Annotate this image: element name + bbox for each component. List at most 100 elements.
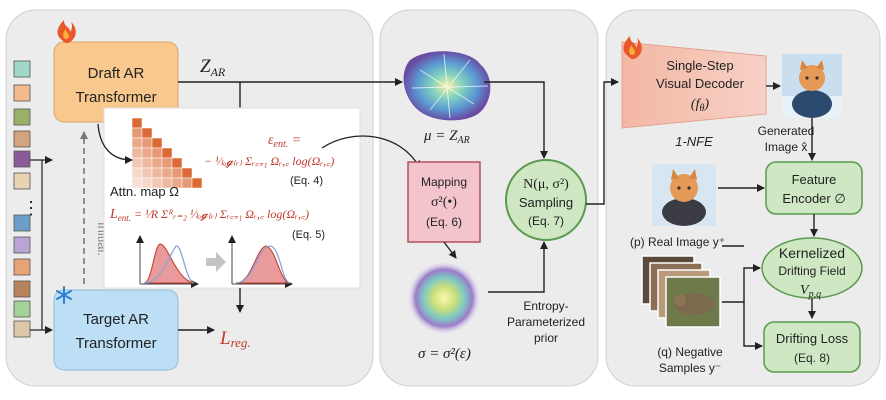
attention-cell [141,127,153,139]
negative-to-loss-arrow [743,302,763,350]
sampling-line1: N(μ, σ²) [523,177,569,192]
attention-cell [141,147,153,159]
target-box-line2: Transformer [75,335,156,352]
draft-box-line2: Transformer [75,89,156,106]
attention-cell [141,157,153,169]
sigma-to-sampling-arrow [488,241,548,293]
after-distribution-chart [228,235,293,288]
attention-cell [131,157,143,169]
attention-cell [151,157,163,169]
attention-cell [131,167,143,179]
single-step-visual-decoder [621,41,767,129]
generated-line1: Generated [758,124,815,138]
attention-cell [171,157,183,169]
attention-cell [161,167,173,179]
attention-cell [131,127,143,139]
real-cat-image [652,164,716,226]
sampling-line2: Sampling [519,195,573,210]
kernel-line1: Kernelized [779,245,845,261]
neg-line2: Samples y⁻ [659,361,721,375]
token-column [13,60,31,338]
attention-cell [141,167,153,179]
eq4-label: (Eq. 4) [290,175,323,187]
l-reg-label: Lreg. [219,328,251,350]
l-ent-formula: Lent. = ¹⁄R Σᴿᵣ₌₂ ¹⁄ₗₒ𝓰₍ᵣ₎ Σᵣ꜀₌₁ Ωᵣ,꜀ lo… [109,207,309,223]
eps-ent-formula: − ¹⁄ₗₒ𝓰₍ᵣ₎ Σᵣ꜀₌₁ Ωᵣ,꜀ log(Ωᵣ,꜀) [204,154,334,168]
sampling-line3: (Eq. 7) [528,214,564,228]
prior-line1: Entropy- [523,299,568,313]
kernel-line3: Vp,q [800,283,821,300]
sampling-node [505,159,587,241]
eps-ent-label: εent. = [268,133,301,150]
attention-map-image [131,117,203,189]
mu-to-sampling-arrow [484,81,548,159]
draft-box-line1: Draft AR [88,65,145,82]
transition-arrow-icon [206,252,226,272]
token-ellipsis: ⋮ [22,198,40,218]
negative-samples-image [641,255,721,328]
nfe-label: 1-NFE [675,134,713,149]
token-square [13,280,31,298]
attention-cell [181,177,193,189]
sigma-distribution-image [406,260,482,336]
mu-equation: μ = ZAR [423,128,470,146]
z-ar-label: ZAR [200,56,226,79]
attention-cell [131,137,143,149]
mu-distribution-image [403,51,491,121]
attention-cell [181,167,193,179]
attention-cell [131,147,143,159]
real-image-label: (p) Real Image y⁺ [630,235,725,249]
attn-map-label: Attn. map Ω [110,184,179,199]
attention-cell [151,137,163,149]
token-square [13,150,31,168]
attention-cell [171,167,183,179]
kernel-line2: Drifting Field [778,264,845,278]
generated-line2: Image x̂ [765,140,808,154]
feature-line1: Feature [792,172,837,187]
snowflake-icon [56,286,72,304]
decoder-line3: (fθ) [691,97,709,114]
token-square [13,84,31,102]
attention-cell [141,137,153,149]
loss-line2: (Eq. 8) [794,351,830,365]
attention-cell [131,117,143,129]
token-square [13,108,31,126]
attention-cell [161,147,173,159]
loss-line1: Drifting Loss [776,331,849,346]
token-square [13,60,31,78]
token-square [13,258,31,276]
drifting-loss-box [763,321,861,373]
token-square [13,236,31,254]
attention-cell [151,147,163,159]
negative-to-field-arrow [722,264,761,303]
draft-to-attn-arrow [97,123,133,164]
prior-line2: Parameterized [507,315,585,329]
before-distribution-chart [136,235,199,288]
decoder-line1: Single-Step [666,58,733,73]
target-ar-transformer-box [53,289,179,371]
token-square [13,320,31,338]
neg-line1: (q) Negative [657,345,723,359]
attention-cell [151,167,163,179]
eps-to-mapping-arrow [321,135,421,169]
attention-cell [161,157,173,169]
mapping-line2: σ²(•) [431,195,457,210]
mapping-line1: Mapping [421,175,467,189]
mapping-line3: (Eq. 6) [426,215,462,229]
feature-encoder-box [765,161,863,215]
decoder-line2: Visual Decoder [656,76,745,91]
mapping-to-sigma-arrow [443,241,457,259]
token-square [13,214,31,232]
token-square [13,130,31,148]
generated-cat-image [782,54,842,118]
prior-line3: prior [534,331,558,345]
fire-icon [623,36,642,60]
attention-cell [191,177,203,189]
token-square [13,172,31,190]
feature-line2: Encoder ∅ [782,191,845,206]
sampling-to-decoder-arrow [586,78,619,205]
target-box-line1: Target AR [83,311,149,328]
eq5-label: (Eq. 5) [292,229,325,241]
